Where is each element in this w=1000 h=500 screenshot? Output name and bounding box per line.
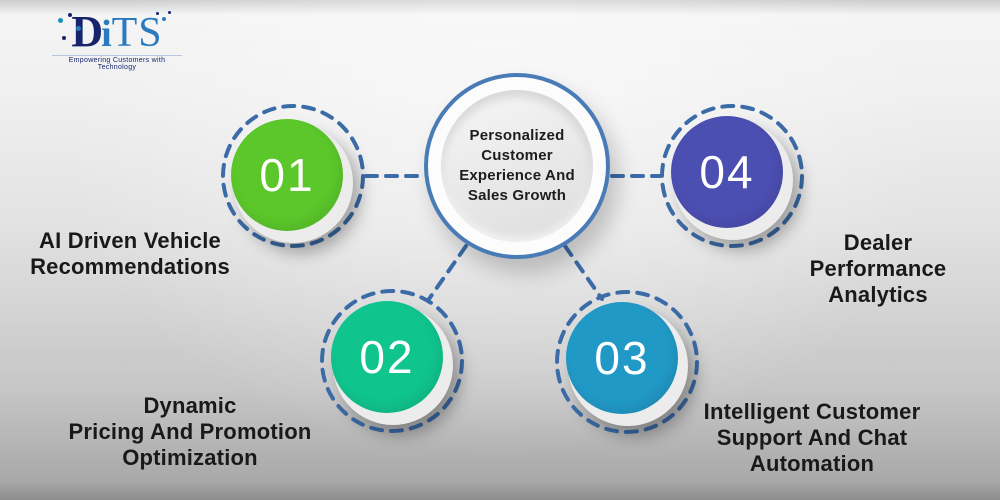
- center-title-line: Personalized: [469, 127, 565, 145]
- logo-circuit-dot: [68, 13, 72, 17]
- node-04-label: Dealer Performance Analytics: [798, 230, 958, 308]
- center-title-line: Customer: [481, 147, 553, 165]
- dashed-ring-02: [320, 289, 464, 433]
- node-04-number: 04: [699, 146, 755, 198]
- label-line: Optimization: [122, 444, 258, 470]
- logo-sparkle-dot: [168, 11, 171, 14]
- center-circle-inner: Personalized Customer Experience And Sal…: [441, 90, 593, 242]
- node-03-number: 03: [594, 332, 650, 384]
- connector-center-03: [563, 244, 604, 301]
- node-02-label: Dynamic Pricing And Promotion Optimizati…: [60, 393, 320, 471]
- label-line: Recommendations: [30, 253, 230, 279]
- node-01-number: 01: [259, 149, 315, 201]
- logo-letter-d: D: [71, 7, 103, 56]
- node-02-number: 02: [359, 331, 415, 383]
- center-title-line: Sales Growth: [467, 186, 567, 204]
- logo-circuit-dot: [62, 36, 66, 40]
- logo-circuit-dot: [58, 18, 63, 23]
- node-03-circle: 03: [566, 302, 678, 414]
- label-line: Performance: [809, 255, 947, 281]
- connector-center-02: [427, 244, 468, 301]
- center-circle: Personalized Customer Experience And Sal…: [424, 73, 610, 259]
- logo-tagline: Empowering Customers with Technology: [52, 55, 182, 71]
- node-01-circle: 01: [231, 119, 343, 231]
- center-title: Personalized Customer Experience And Sal…: [459, 126, 575, 205]
- logo: DiTS Empowering Customers with Technolog…: [52, 10, 182, 71]
- label-line: Dynamic: [143, 393, 237, 418]
- logo-letter-i: i: [101, 13, 112, 55]
- node-04-circle: 04: [671, 116, 783, 228]
- label-line: AI Driven Vehicle: [39, 228, 221, 253]
- label-line: Dealer: [843, 230, 913, 255]
- label-line: Support And Chat: [716, 424, 908, 450]
- label-line: Analytics: [828, 281, 928, 307]
- dashed-ring-01: [221, 104, 365, 248]
- label-line: Pricing And Promotion: [68, 418, 312, 444]
- label-line: Intelligent Customer: [703, 399, 921, 424]
- center-title-line: Experience And: [459, 167, 575, 184]
- node-03-label: Intelligent Customer Support And Chat Au…: [687, 399, 937, 477]
- logo-wordmark: DiTS: [52, 10, 182, 54]
- logo-letters-ts: TS: [111, 10, 163, 56]
- node-02-circle: 02: [331, 301, 443, 413]
- node-01-label: AI Driven Vehicle Recommendations: [15, 228, 245, 280]
- logo-circuit-dot: [76, 26, 81, 31]
- logo-sparkle-dot: [162, 17, 166, 21]
- logo-sparkle-dot: [156, 12, 159, 15]
- dashed-ring-03: [555, 290, 699, 434]
- label-line: Automation: [749, 450, 875, 476]
